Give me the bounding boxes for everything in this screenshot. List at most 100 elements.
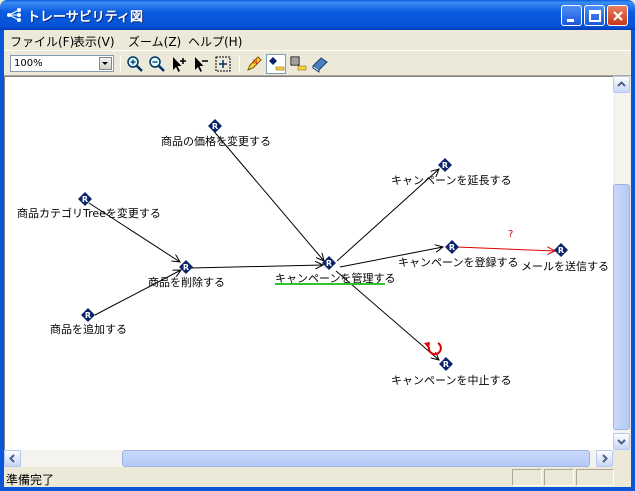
zoom-select[interactable]: 100%	[10, 55, 114, 72]
node-add-button[interactable]	[266, 54, 286, 74]
scroll-right-button[interactable]	[596, 450, 613, 467]
minimize-button[interactable]	[561, 5, 582, 26]
minimize-icon	[567, 19, 574, 22]
edge-category-delete[interactable]	[88, 202, 180, 262]
fit-icon	[215, 56, 231, 72]
node-label-price[interactable]: 商品の価格を変更する	[161, 135, 271, 148]
node-label-campaign-extend[interactable]: キャンペーンを延長する	[391, 174, 512, 187]
fit-button[interactable]	[213, 54, 233, 74]
svg-text:R: R	[183, 263, 189, 272]
svg-text:R: R	[558, 246, 564, 255]
book-icon	[312, 57, 328, 73]
diagram-edges	[88, 128, 613, 450]
node-label-campaign-register[interactable]: キャンペーンを登録する	[398, 256, 519, 269]
zoom-out-icon	[149, 56, 165, 72]
menu-bar: ファイル(F) 表示(V) ズーム(Z) ヘルプ(H)	[4, 30, 631, 50]
zoom-in-icon	[127, 56, 143, 72]
chevron-down-icon	[617, 439, 626, 445]
chevron-up-icon	[617, 81, 626, 87]
menu-view[interactable]: 表示(V)	[73, 35, 115, 49]
svg-text:N: N	[253, 59, 258, 66]
edge-delete-manage[interactable]	[190, 265, 323, 268]
edge-register-mail[interactable]	[456, 246, 555, 251]
node-mail-send-icon[interactable]: R	[554, 243, 568, 257]
menu-file[interactable]: ファイル(F)	[10, 35, 75, 49]
node-label-campaign-stop[interactable]: キャンペーンを中止する	[391, 374, 512, 387]
svg-text:R: R	[443, 360, 449, 369]
node-add-icon	[269, 57, 285, 71]
app-icon	[7, 8, 21, 22]
svg-text:R: R	[212, 122, 218, 131]
edge-manage-stop[interactable]	[335, 270, 439, 360]
scrollbar-corner	[613, 450, 630, 467]
select-minus-icon	[195, 57, 208, 72]
status-panel	[576, 469, 614, 486]
select-minus-button[interactable]	[191, 54, 211, 74]
status-text: 準備完了	[6, 473, 55, 487]
status-panel	[512, 469, 542, 486]
node-category-icon[interactable]: R	[78, 192, 92, 206]
node-label-mail-send[interactable]: メールを送信する	[521, 260, 609, 273]
vertical-scrollbar[interactable]	[613, 76, 630, 450]
maximize-button[interactable]	[584, 5, 605, 26]
pencil-button[interactable]: N	[244, 54, 264, 74]
node-label-add[interactable]: 商品を追加する	[50, 323, 127, 336]
toolbar-separator	[239, 55, 240, 73]
node-campaign-register-icon[interactable]: R	[445, 240, 459, 254]
chevron-left-icon	[9, 454, 15, 463]
zoom-in-button[interactable]	[125, 54, 145, 74]
layout-button[interactable]	[288, 54, 308, 74]
node-add-icon[interactable]: R	[81, 308, 95, 322]
node-campaign-stop-icon[interactable]: R	[439, 357, 453, 371]
layout-icon	[290, 56, 307, 71]
vertical-scroll-thumb[interactable]	[613, 184, 630, 430]
node-campaign-extend-icon[interactable]: R	[438, 158, 452, 172]
menu-zoom[interactable]: ズーム(Z)	[128, 35, 182, 49]
svg-text:R: R	[82, 195, 88, 204]
question-mark: ?	[508, 229, 514, 240]
zoom-value: 100%	[14, 58, 43, 69]
node-campaign-manage-icon[interactable]: R	[322, 256, 336, 270]
node-label-campaign-manage[interactable]: キャンペーンを管理する	[275, 272, 396, 285]
node-delete-icon[interactable]: R	[179, 260, 193, 274]
chevron-down-icon[interactable]	[99, 57, 112, 70]
maximize-icon	[589, 10, 601, 22]
scroll-left-button[interactable]	[4, 450, 21, 467]
book-button[interactable]	[310, 54, 330, 74]
edge-manage-register[interactable]	[339, 247, 443, 268]
edge-manage-extend[interactable]	[336, 169, 439, 262]
svg-text:R: R	[442, 161, 448, 170]
zoom-out-button[interactable]	[147, 54, 167, 74]
toolbar: 100%	[4, 50, 631, 76]
scroll-down-button[interactable]	[613, 433, 630, 450]
scroll-up-button[interactable]	[613, 76, 630, 93]
refresh-icon[interactable]	[427, 342, 442, 356]
svg-text:R: R	[326, 259, 332, 268]
toolbar-separator	[120, 55, 121, 73]
window-title: トレーサビリティ図	[27, 10, 143, 25]
horizontal-scrollbar[interactable]	[4, 450, 613, 467]
diagram-canvas[interactable]: R R R R R R R R R 商品の価格を変更する 商品カテゴリTreeを変更する 商品を…	[4, 76, 613, 450]
status-panel	[544, 469, 574, 486]
diagram-nodes: R R R R R R R R R	[78, 119, 568, 371]
close-button[interactable]	[607, 5, 628, 26]
node-price-icon[interactable]: R	[208, 119, 222, 133]
menu-help[interactable]: ヘルプ(H)	[188, 35, 243, 49]
edge-price-manage[interactable]	[211, 128, 324, 261]
window-frame-right	[631, 30, 635, 491]
chevron-right-icon	[602, 454, 608, 463]
pencil-icon: N	[247, 56, 262, 71]
refresh-arrow-head	[424, 342, 430, 349]
edge-add-delete[interactable]	[94, 270, 181, 316]
window-frame-left	[0, 30, 4, 491]
horizontal-scroll-thumb[interactable]	[122, 450, 590, 467]
svg-text:R: R	[85, 311, 91, 320]
node-label-delete[interactable]: 商品を削除する	[148, 276, 225, 289]
status-bar: 準備完了	[4, 468, 631, 487]
window-frame-bottom	[0, 487, 635, 491]
node-label-category[interactable]: 商品カテゴリTreeを変更する	[17, 207, 161, 220]
select-plus-icon	[173, 57, 186, 72]
title-bar[interactable]: トレーサビリティ図	[0, 0, 635, 30]
select-plus-button[interactable]	[169, 54, 189, 74]
svg-text:R: R	[449, 243, 455, 252]
